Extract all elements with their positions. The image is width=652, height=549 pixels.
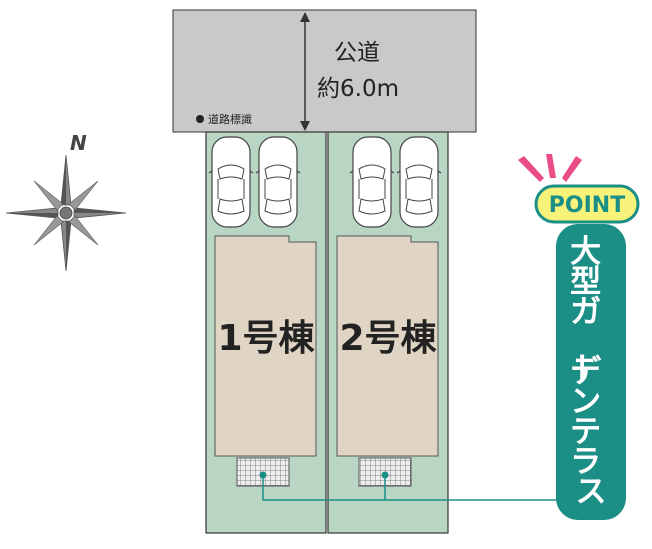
unit-2-label: 2号棟	[339, 318, 437, 359]
emphasis-marks	[518, 154, 582, 182]
point-badge-text: POINT	[549, 193, 625, 218]
car-2	[255, 136, 301, 228]
car-1	[208, 136, 254, 228]
compass-rose-icon	[5, 154, 127, 272]
compass-north-label: N	[70, 131, 87, 155]
terrace-2-dot	[381, 471, 389, 479]
feature-label-box	[556, 224, 626, 520]
feature-label: 大 型 ガ ー デ ン テ ラ ス	[562, 234, 612, 510]
car-4	[396, 136, 442, 228]
point-badge	[534, 184, 640, 224]
public-road	[172, 9, 477, 133]
terrace-1-dot	[259, 471, 267, 479]
car-3	[349, 136, 395, 228]
road-sign-label: 道路標識	[208, 112, 252, 126]
unit-1-label: 1号棟	[217, 318, 315, 359]
road-label: 公道	[334, 40, 380, 66]
house-2	[336, 235, 439, 457]
road-width-arrow	[300, 12, 310, 131]
callout-connector	[262, 475, 558, 501]
road-width-label: 約6.0m	[317, 76, 399, 102]
house-1	[214, 235, 317, 457]
road-sign-marker	[196, 115, 204, 123]
